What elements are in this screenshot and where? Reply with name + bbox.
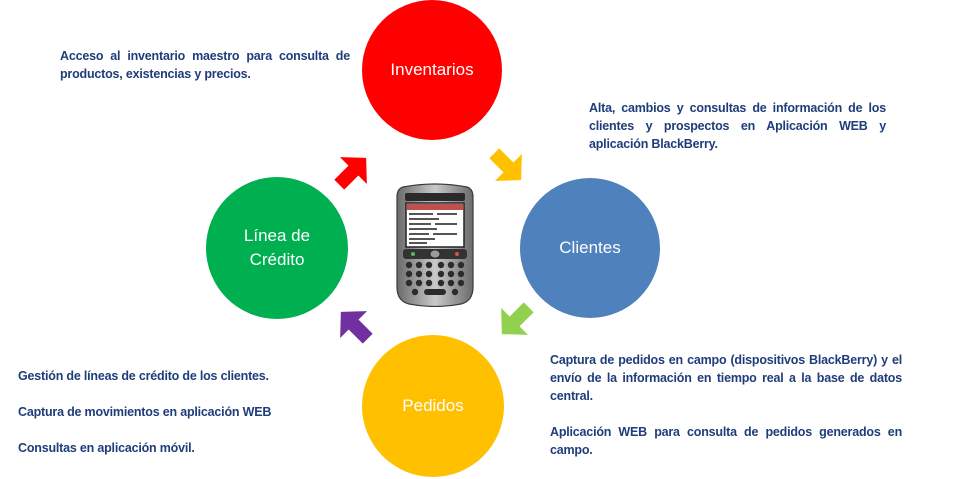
- arrow-to-clientes: [489, 148, 522, 181]
- linea-description-p3: Consultas en aplicación móvil.: [18, 441, 195, 455]
- linea-label-line2: Crédito: [249, 250, 305, 269]
- arrow-to-inventarios: [334, 157, 367, 190]
- pedidos-description-p1: Captura de pedidos en campo (dispositivo…: [550, 353, 902, 403]
- linea-description-p2: Captura de movimientos en aplicación WEB: [18, 405, 272, 419]
- linea-label-line1: Línea de: [243, 226, 311, 245]
- pedidos-description: Captura de pedidos en campo (dispositivo…: [550, 351, 902, 459]
- clientes-description: Alta, cambios y consultas de información…: [589, 101, 886, 151]
- pedidos-label: Pedidos: [402, 396, 464, 415]
- inventarios-label: Inventarios: [390, 60, 474, 79]
- linea-credito-circle: Línea de Crédito: [206, 177, 348, 319]
- inventarios-description: Acceso al inventario maestro para consul…: [60, 49, 350, 81]
- clientes-circle: Clientes: [520, 178, 660, 318]
- inventarios-circle: Inventarios: [362, 0, 502, 140]
- pedidos-circle: Pedidos: [362, 335, 504, 477]
- arrow-to-pedidos: [501, 302, 534, 335]
- pedidos-description-p2: Aplicación WEB para consulta de pedidos …: [550, 425, 902, 457]
- arrow-to-linea: [340, 311, 373, 344]
- linea-description-p1: Gestión de líneas de crédito de los clie…: [18, 369, 269, 383]
- clientes-label: Clientes: [559, 238, 621, 257]
- smartphone-icon: [396, 183, 474, 307]
- linea-description: Gestión de líneas de crédito de los clie…: [18, 367, 348, 457]
